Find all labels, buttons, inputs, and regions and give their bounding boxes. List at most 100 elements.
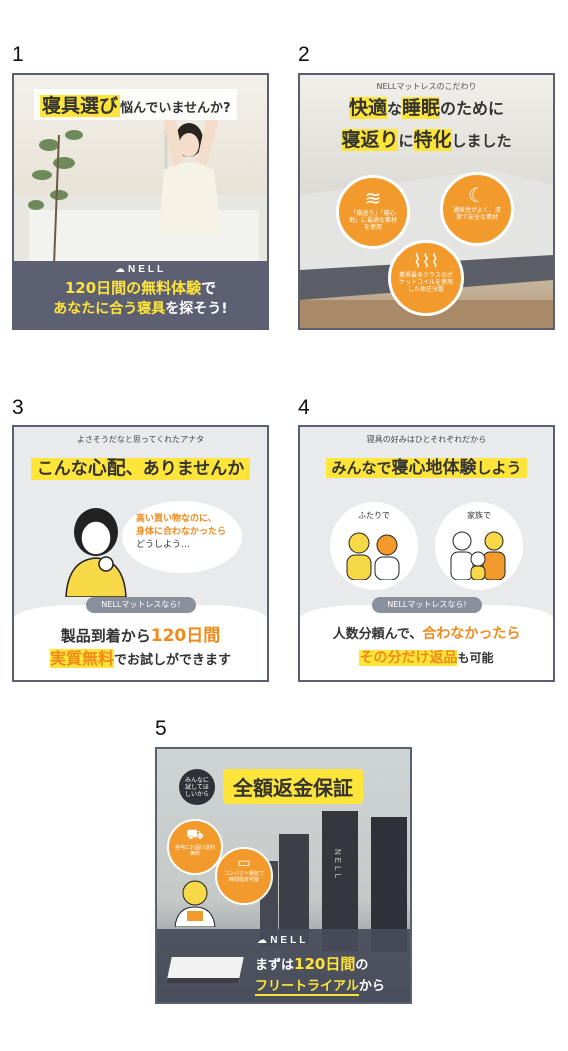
card5-l1b: 120日間 bbox=[294, 955, 356, 973]
card5-c1: 自宅にお届け送料無料 bbox=[175, 845, 216, 857]
card4-t1: みんなで bbox=[331, 459, 392, 477]
card4-t2: 寝心地体験 bbox=[391, 458, 477, 478]
coil-icon: ⌇⌇⌇ bbox=[412, 251, 440, 272]
card4-l1a: 人数分頼んで、 bbox=[332, 627, 423, 642]
card4-line2: その分だけ返品も可能 bbox=[300, 647, 553, 667]
card4-title: みんなで寝心地体験しよう bbox=[300, 453, 553, 478]
card4-right-label: 家族で bbox=[467, 511, 491, 520]
card4-sub: 寝具の好みはひとそれぞれだから bbox=[366, 435, 487, 444]
card1-line2-b: 寝具 bbox=[137, 301, 166, 317]
feature-circle-coils: ⌇⌇⌇ 業界最多クラスのポケットコイルを使用した体圧分散 bbox=[388, 240, 464, 316]
card3-thought-bubble: 高い買い物なのに、 身体に合わなかったら どうしよう… bbox=[122, 501, 242, 573]
compact-box-circle: ▭ コンパクト梱包で時間指定可能 bbox=[215, 847, 273, 905]
card4-left-label: ふたりで bbox=[358, 511, 390, 520]
card3-sub: よさそうだなと思ってくれたアナタ bbox=[76, 435, 205, 444]
card5-l2a: フリートライアル bbox=[255, 979, 359, 996]
worried-woman-illustration bbox=[65, 508, 127, 597]
card5-bottom-panel: ☁ NELL まずは120日間の フリートライアルから bbox=[157, 929, 410, 1002]
card3-title-box: こんな心配、ありませんか bbox=[30, 457, 251, 480]
card1-line1-a: 120日間の bbox=[64, 279, 142, 297]
card2-title-line2: 寝返りに特化しました bbox=[300, 125, 553, 152]
card1-line2-a: あなたに合う bbox=[53, 301, 138, 317]
card1-title-box: 寝具選び悩んでいませんか? bbox=[34, 89, 237, 120]
card3-line2: 実質無料でお試しができます bbox=[14, 645, 267, 669]
card4-l2b: も可能 bbox=[457, 651, 494, 665]
card2-t2a: 寝返り bbox=[341, 129, 399, 151]
card4-title-box: みんなで寝心地体験しよう bbox=[326, 458, 527, 478]
card1-line2: あなたに合う寝具を探そう! bbox=[14, 298, 267, 318]
banner-card-5[interactable]: NELL みんなに試してほしいから 全額返金保証 ⛟ 自宅にお届け送料無料 ▭ … bbox=[155, 747, 412, 1004]
card4-line1: 人数分頼んで、合わなかったら bbox=[300, 623, 553, 643]
box-label-1: NELL bbox=[333, 849, 342, 882]
card1-title-main: 寝具選び bbox=[40, 95, 121, 117]
card5-l1a: まずは bbox=[255, 958, 295, 973]
card1-brand: NELL bbox=[128, 264, 167, 275]
card4-pill: NELLマットレスなら! bbox=[372, 597, 482, 613]
card2-sub: NELLマットレスのこだわり bbox=[376, 82, 477, 91]
card3-bubble-2: 身体に合わなかったら bbox=[136, 527, 227, 538]
card2-t2c: 特化 bbox=[413, 129, 452, 151]
card1-title-rest: 悩んでいませんか? bbox=[120, 101, 231, 116]
card2-t1d: のために bbox=[440, 99, 505, 118]
card2-t2d: しました bbox=[451, 132, 512, 150]
feature-circle-materials: ≋ 「寝返り」「寝心地」に最適な素材を使用 bbox=[336, 175, 410, 249]
card3-bubble-1: 高い買い物なのに、 bbox=[136, 514, 217, 524]
card1-line1: 120日間の無料体験で bbox=[14, 277, 267, 298]
card5-title: 全額返金保証 bbox=[223, 769, 363, 804]
card3-title: こんな心配、ありませんか bbox=[14, 453, 267, 480]
card3-t3: 、ありませんか bbox=[125, 459, 245, 479]
card2-t1a: 快適 bbox=[348, 97, 387, 119]
card1-line1-b: 無料体験 bbox=[141, 279, 202, 297]
card2-c1: 「寝返り」「寝心地」に最適な素材を使用 bbox=[348, 210, 397, 232]
couple-circle: ふたりで bbox=[330, 502, 418, 590]
card3-l1b: 120日間 bbox=[150, 626, 221, 646]
card5-line1: まずは120日間の bbox=[255, 953, 368, 974]
free-shipping-circle: ⛟ 自宅にお届け送料無料 bbox=[167, 819, 223, 875]
box-icon: ▭ bbox=[237, 855, 251, 871]
card3-bubble-3: どうしよう… bbox=[136, 540, 191, 551]
card2-t1b: な bbox=[386, 100, 402, 118]
card1-line1-c: で bbox=[201, 279, 217, 297]
card5-l2b: から bbox=[358, 979, 385, 994]
banner-card-2[interactable]: NELLマットレスのこだわり 快適な睡眠のために 寝返りに特化しました ≋ 「寝… bbox=[298, 73, 555, 330]
family-circle: 家族で bbox=[435, 502, 523, 590]
card2-t2b: に bbox=[398, 132, 414, 150]
card2-c3: 業界最多クラスのポケットコイルを使用した体圧分散 bbox=[399, 272, 454, 294]
banner-card-4[interactable]: 寝具の好みはひとそれぞれだから みんなで寝心地体験しよう ふたりで 家族で NE… bbox=[298, 425, 555, 682]
card2-t1c: 睡眠 bbox=[402, 97, 441, 119]
card3-t2: 心配 bbox=[87, 457, 126, 479]
card3-t1: こんな bbox=[36, 459, 88, 479]
card5-c2: コンパクト梱包で時間指定可能 bbox=[223, 871, 264, 883]
card4-l2a: その分だけ返品 bbox=[359, 650, 458, 666]
couple-illustration bbox=[346, 532, 400, 580]
card-number-2: 2 bbox=[298, 43, 310, 66]
sheep-logo-icon-2: ☁ bbox=[257, 935, 271, 946]
woman-stretching-illustration bbox=[14, 113, 267, 265]
card5-badge: みんなに試してほしいから bbox=[179, 769, 215, 805]
card5-brand-row: ☁ NELL bbox=[257, 935, 308, 946]
card-number-3: 3 bbox=[12, 396, 24, 419]
card1-brand-row: ☁ NELL bbox=[14, 264, 267, 275]
card3-l2a: 実質無料 bbox=[49, 649, 114, 668]
card3-l1a: 製品到着から bbox=[60, 627, 151, 645]
card-number-4: 4 bbox=[298, 396, 310, 419]
card2-title-line1: 快適な睡眠のために bbox=[300, 93, 553, 120]
card5-brand: NELL bbox=[270, 935, 309, 946]
thumbs-up-person-illustration bbox=[174, 880, 216, 927]
truck-icon: ⛟ bbox=[186, 827, 204, 843]
card1-bottom-panel: ☁ NELL 120日間の無料体験で あなたに合う寝具を探そう! bbox=[14, 261, 267, 328]
mattress-icon bbox=[166, 957, 244, 983]
feature-circle-breathable: ☾ 通気性がよく、清潔で安全な素材 bbox=[440, 172, 514, 246]
card-number-5: 5 bbox=[155, 717, 167, 740]
card2-c2: 通気性がよく、清潔で安全な素材 bbox=[453, 207, 501, 222]
banner-card-1[interactable]: 寝具選び悩んでいませんか? ☁ NELL 120日間の無料体験で あなたに合う寝… bbox=[12, 73, 269, 330]
card3-bottom-panel: NELLマットレスなら! 製品到着から120日間 実質無料でお試しができます bbox=[14, 597, 267, 680]
card3-pill: NELLマットレスなら! bbox=[86, 597, 196, 613]
card3-line1: 製品到着から120日間 bbox=[14, 621, 267, 646]
layers-icon: ≋ bbox=[364, 186, 382, 210]
card4-bottom-panel: NELLマットレスなら! 人数分頼んで、合わなかったら その分だけ返品も可能 bbox=[300, 597, 553, 680]
moon-shield-icon: ☾ bbox=[468, 183, 486, 207]
banner-card-3[interactable]: よさそうだなと思ってくれたアナタ こんな心配、ありませんか 高い買い物なのに、 … bbox=[12, 425, 269, 682]
card5-l1c: の bbox=[355, 958, 369, 973]
card-number-1: 1 bbox=[12, 43, 24, 66]
